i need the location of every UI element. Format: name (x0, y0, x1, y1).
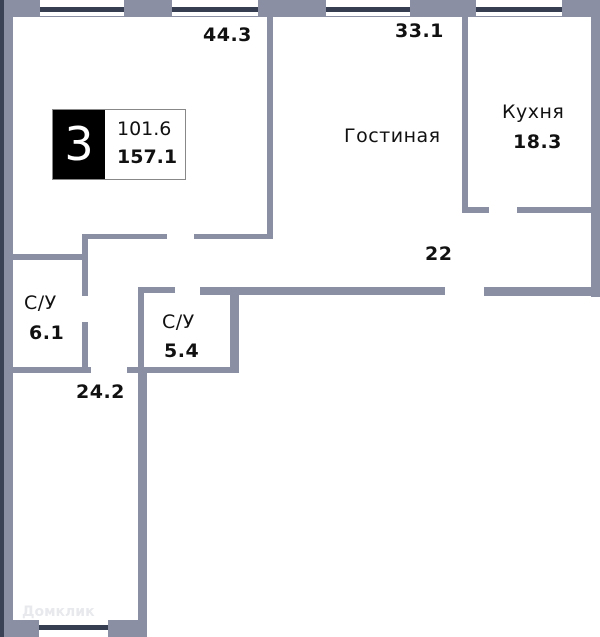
window-bedroom-2 (172, 0, 258, 16)
room-name-living: Гостиная (344, 125, 441, 147)
wall-bathroom1-top (13, 254, 88, 260)
wall-kitchen-bottom-left (462, 207, 489, 213)
room-name-bathroom-1: С/У (24, 292, 57, 314)
wall-bathroom2-top-left (138, 287, 175, 293)
window-living (326, 0, 410, 16)
wall-hallway-bottom-right (484, 287, 600, 296)
room-area-bedroom-left: 24.2 (76, 381, 125, 403)
wall-bedroom-bottom-right (194, 234, 273, 239)
wall-kitchen-left (462, 17, 468, 213)
window-kitchen (476, 0, 562, 16)
exterior-wall-right (591, 0, 600, 297)
wall-corridor-left-lower (82, 322, 88, 372)
room-area-bathroom-1: 6.1 (29, 322, 65, 344)
wall-bathroom2-left (138, 287, 144, 373)
wall-corridor-left-upper (82, 234, 88, 296)
window-bedroom-1 (40, 0, 124, 16)
apartment-summary-badge: 3 101.6 157.1 (52, 109, 186, 180)
room-name-bathroom-2: С/У (162, 311, 195, 333)
wall-bathroom2-right (230, 287, 239, 371)
room-area-hallway: 22 (425, 243, 453, 265)
room-area-kitchen: 18.3 (513, 131, 562, 153)
watermark-logo: Домклик (22, 604, 95, 620)
wall-kitchen-bottom-right (517, 207, 600, 213)
room-area-bathroom-2: 5.4 (164, 340, 200, 362)
room-area-bedroom-large: 44.3 (203, 24, 252, 46)
total-area: 157.1 (117, 146, 178, 168)
room-area-living: 33.1 (395, 20, 444, 42)
wall-bedroom-bottom-left (82, 234, 167, 239)
wall-bedroom-living (267, 17, 273, 239)
wall-bathroom2-top-right (200, 287, 445, 295)
wall-bathroom2-bottom (127, 367, 239, 373)
wall-bathroom1-bottom (13, 367, 91, 373)
living-area: 101.6 (117, 118, 172, 140)
room-name-kitchen: Кухня (502, 101, 565, 123)
outer-wall-left-edge (0, 0, 4, 637)
window-bedroom-left (39, 620, 108, 637)
exterior-wall-left (4, 0, 13, 637)
exterior-wall-top (4, 0, 600, 17)
rooms-count: 3 (53, 110, 105, 179)
bedroom-left-right-wall (138, 367, 147, 637)
